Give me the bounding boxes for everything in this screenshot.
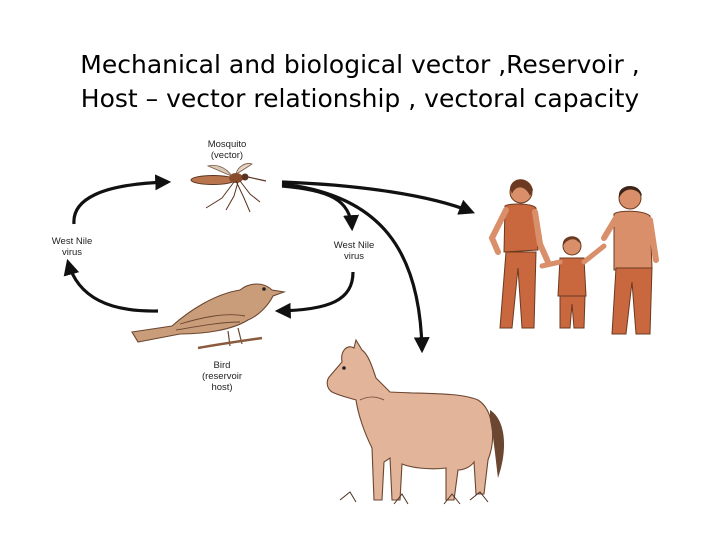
title-line-1: Mechanical and biological vector ,Reserv… xyxy=(80,50,640,79)
humans-illustration xyxy=(488,179,659,335)
virus-left-line2: virus xyxy=(61,247,83,258)
bird-role-line2: host) xyxy=(211,382,233,393)
bird-role-line1: (reservoir xyxy=(201,371,243,382)
mosquito-role: (vector) xyxy=(210,150,244,161)
virus-right-line2: virus xyxy=(343,251,365,262)
mosquito-label: Mosquito (vector) xyxy=(195,139,259,161)
virus-left-line1: West Nile xyxy=(51,236,93,247)
bird-label: Bird (reservoir host) xyxy=(184,360,260,393)
arrow-mosquito-to-humans xyxy=(281,180,475,215)
title-line-2: Host – vector relationship , vectoral ca… xyxy=(80,84,640,113)
slide-title: Mechanical and biological vector ,Reserv… xyxy=(30,48,690,116)
arrow-virus-to-mosquito xyxy=(72,174,172,225)
bird-name: Bird xyxy=(213,360,231,371)
mosquito-illustration xyxy=(190,163,267,213)
bird-illustration xyxy=(131,283,287,350)
horse-illustration xyxy=(326,338,505,505)
arrow-virus-to-bird xyxy=(274,271,355,319)
arrow-bird-to-virus xyxy=(63,258,159,313)
virus-right-label: West Nile virus xyxy=(322,240,386,262)
arrow-mosquito-to-virus xyxy=(281,184,360,232)
virus-right-line1: West Nile xyxy=(333,240,375,251)
mosquito-name: Mosquito xyxy=(207,139,247,150)
virus-left-label: West Nile virus xyxy=(40,236,104,258)
arrow-mosquito-to-horse xyxy=(281,182,430,354)
